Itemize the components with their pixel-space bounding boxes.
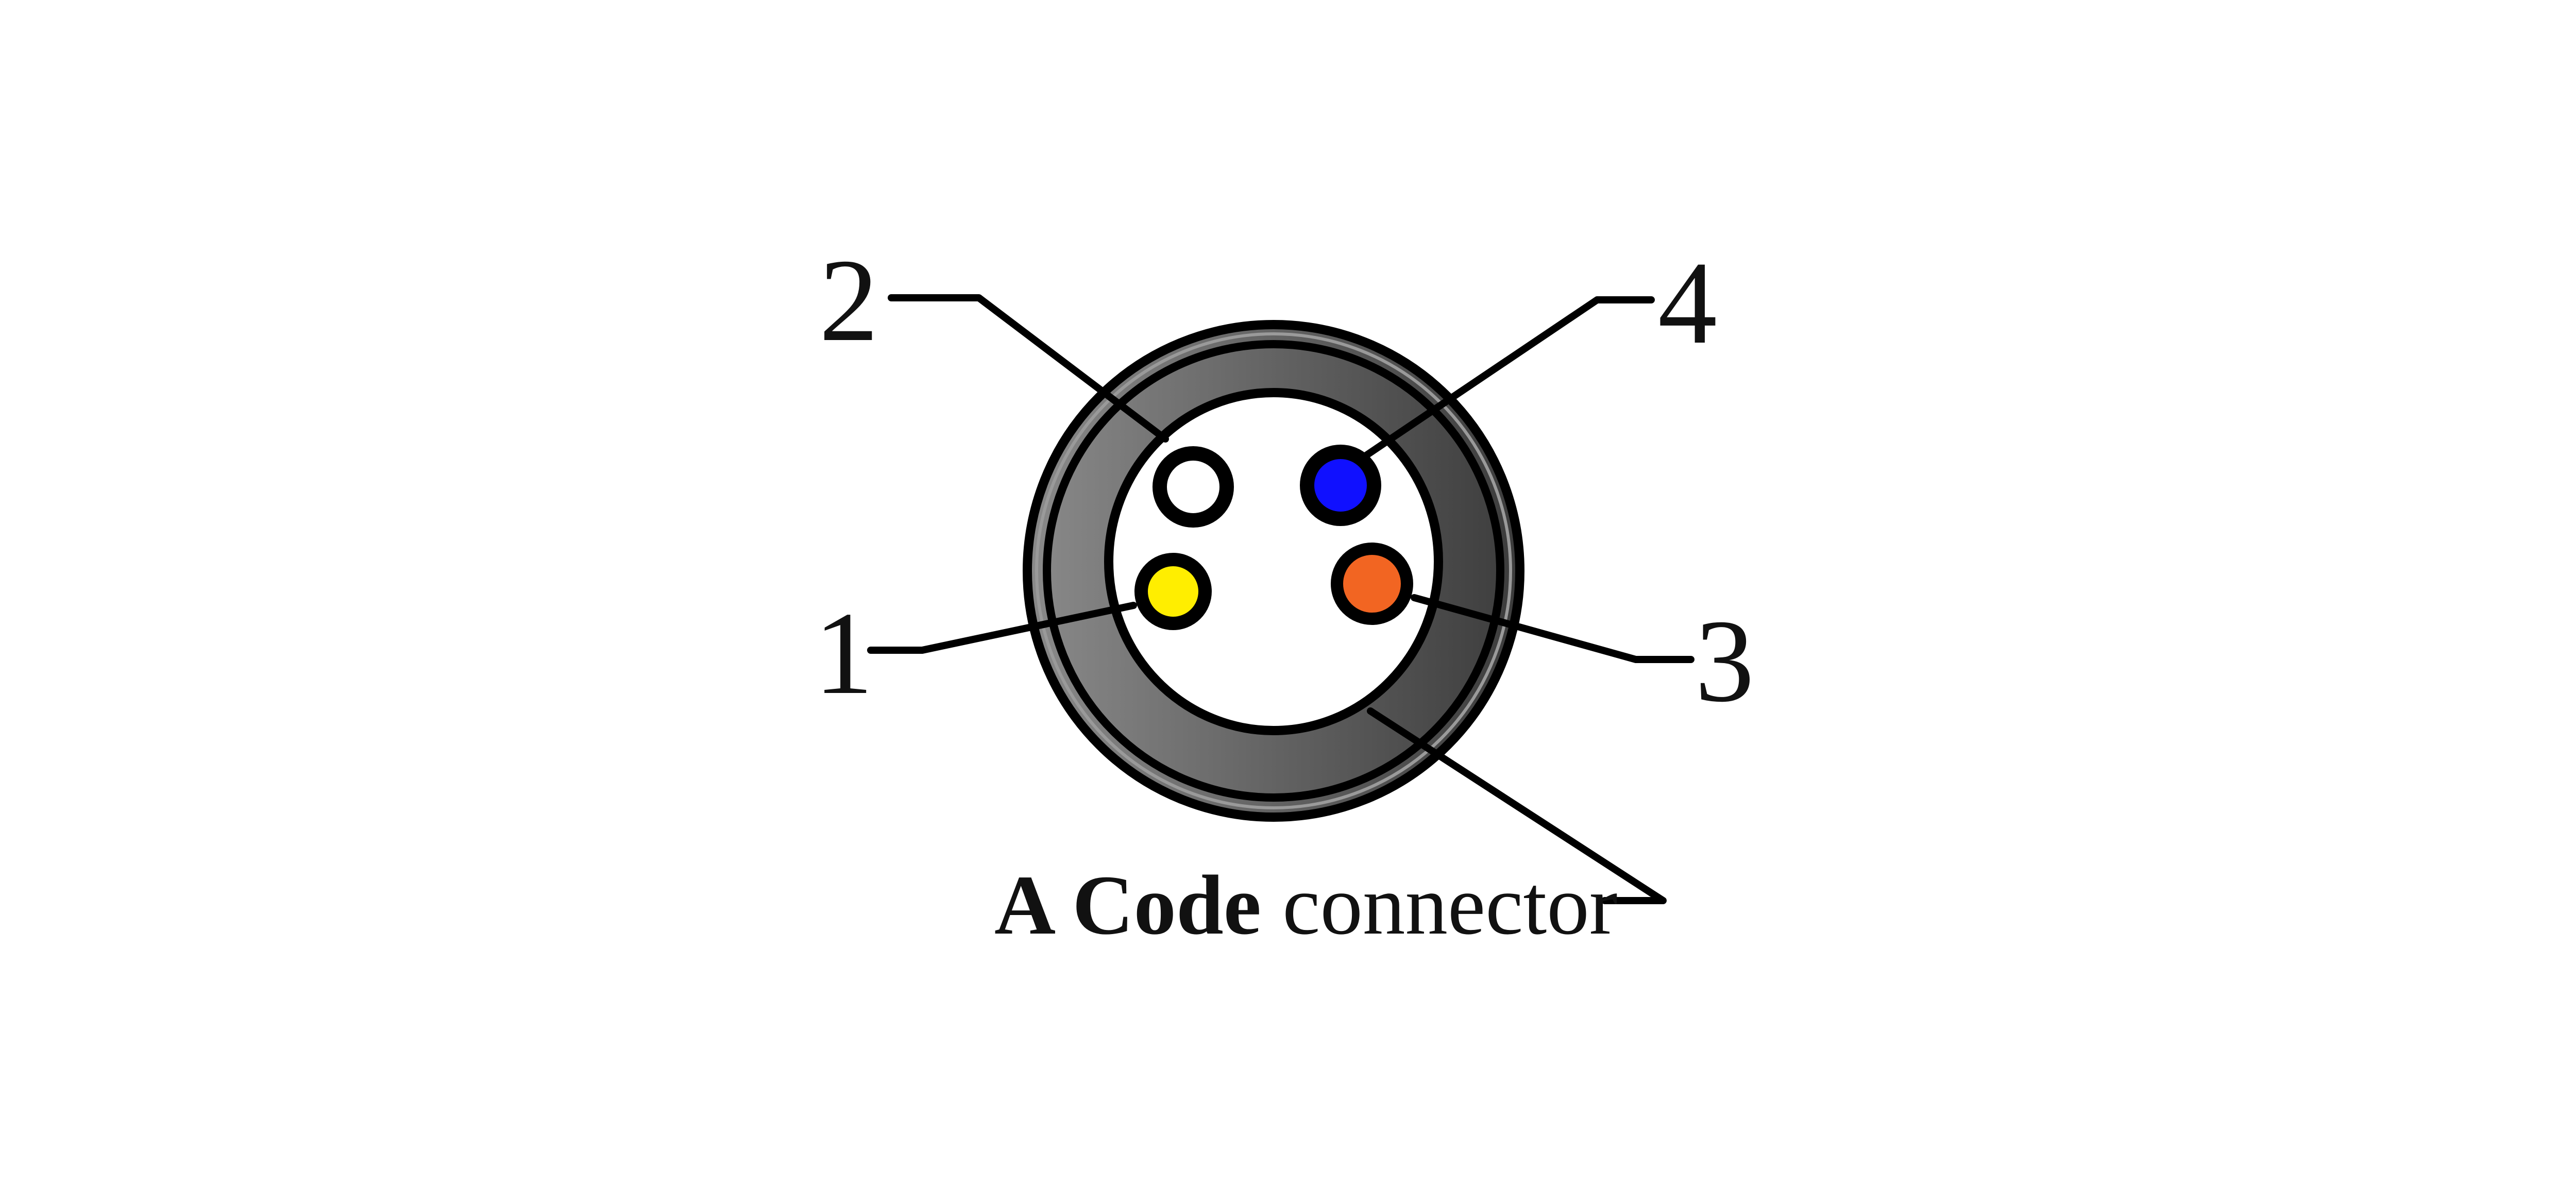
pin-label-3: 3 bbox=[1695, 595, 1754, 726]
pin-2 bbox=[1153, 446, 1234, 528]
pins bbox=[1134, 445, 1413, 630]
caption-bold-part: A Code bbox=[994, 858, 1261, 952]
leader-lines bbox=[867, 294, 1694, 904]
housing-highlight-ring bbox=[1035, 332, 1512, 809]
leader-line-caption bbox=[1367, 707, 1667, 904]
pin-4 bbox=[1300, 445, 1381, 526]
connector-caption: A Code connector bbox=[994, 858, 1618, 952]
pin-labels: 2 4 1 3 bbox=[814, 234, 1754, 726]
pin-2-contact bbox=[1153, 446, 1234, 528]
leader-line-pin-3 bbox=[1411, 594, 1694, 663]
leader-line-pin-1 bbox=[867, 602, 1137, 654]
pin-3-contact bbox=[1331, 543, 1413, 625]
pin-label-4: 4 bbox=[1658, 237, 1717, 368]
housing-inner-ring bbox=[1043, 340, 1504, 802]
leader-line-pin-4 bbox=[1362, 296, 1655, 460]
caption-regular-part: connector bbox=[1261, 858, 1618, 952]
pin-3 bbox=[1331, 543, 1413, 625]
pin-label-2: 2 bbox=[819, 234, 878, 366]
pin-label-1: 1 bbox=[814, 587, 873, 719]
pin-1-contact bbox=[1134, 553, 1212, 630]
pin-4-contact bbox=[1300, 445, 1381, 526]
pin-1 bbox=[1134, 553, 1212, 630]
leader-line-pin-2 bbox=[888, 294, 1169, 443]
